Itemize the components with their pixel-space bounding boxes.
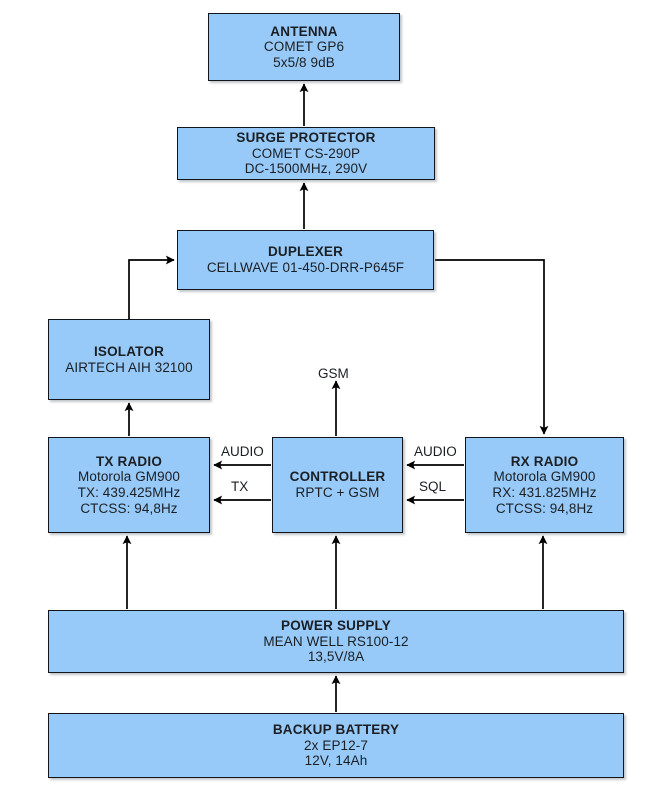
node-power-supply[interactable]: POWER SUPPLY MEAN WELL RS100-12 13,5V/8A [48,610,624,673]
node-tx-radio[interactable]: TX RADIO Motorola GM900 TX: 439.425MHz C… [48,437,210,533]
edge-label-tx: TX [231,479,249,494]
node-backup-battery-title: BACKUP BATTERY [272,722,400,738]
edge-label-audio-right: AUDIO [414,444,457,459]
node-surge-protector[interactable]: SURGE PROTECTOR COMET CS-290P DC-1500MHz… [177,127,435,180]
node-rx-radio-line-2: Motorola GM900 [493,469,596,485]
node-power-supply-line-3: 13,5V/8A [307,649,365,665]
node-isolator-title: ISOLATOR [93,343,165,359]
node-surge-protector-line-3: DC-1500MHz, 290V [244,161,368,177]
node-rx-radio[interactable]: RX RADIO Motorola GM900 RX: 431.825MHz C… [465,437,624,533]
edge-label-gsm: GSM [318,366,349,381]
node-backup-battery-line-3: 12V, 14Ah [304,753,368,769]
node-isolator[interactable]: ISOLATOR AIRTECH AIH 32100 [48,319,210,400]
node-controller-line-2: RPTC + GSM [295,485,380,500]
wire-isolator-to-duplexer [128,255,175,319]
node-antenna-line-3: 5x5/8 9dB [273,54,335,70]
edge-label-audio-left: AUDIO [221,444,264,459]
node-antenna-title: ANTENNA [270,23,338,39]
node-duplexer-title: DUPLEXER [267,244,344,260]
node-antenna-line-2: COMET GP6 [263,39,345,55]
node-rx-radio-line-3: RX: 431.825MHz [492,485,597,500]
node-backup-battery[interactable]: BACKUP BATTERY 2x EP12-7 12V, 14Ah [48,713,624,778]
node-isolator-line-2: AIRTECH AIH 32100 [65,359,193,375]
node-antenna[interactable]: ANTENNA COMET GP6 5x5/8 9dB [208,13,400,81]
node-duplexer-line-2: CELLWAVE 01-450-DRR-P645F [206,260,405,275]
node-tx-radio-line-3: TX: 439.425MHz [77,485,181,500]
node-tx-radio-line-2: Motorola GM900 [78,469,180,485]
edge-label-sql: SQL [419,479,447,494]
node-controller-title: CONTROLLER [289,469,386,485]
node-backup-battery-line-2: 2x EP12-7 [304,737,368,753]
node-rx-radio-line-4: CTCSS: 94,8Hz [495,500,594,516]
node-duplexer[interactable]: DUPLEXER CELLWAVE 01-450-DRR-P645F [177,230,434,290]
node-power-supply-title: POWER SUPPLY [281,618,391,634]
node-tx-radio-title: TX RADIO [95,453,163,469]
node-power-supply-line-2: MEAN WELL RS100-12 [263,633,409,649]
node-tx-radio-line-4: CTCSS: 94,8Hz [80,500,178,516]
wire-duplexer-to-rx [435,259,549,435]
node-surge-protector-title: SURGE PROTECTOR [236,130,376,146]
node-rx-radio-title: RX RADIO [510,453,579,469]
node-controller[interactable]: CONTROLLER RPTC + GSM [272,437,403,533]
node-surge-protector-line-2: COMET CS-290P [251,145,361,161]
